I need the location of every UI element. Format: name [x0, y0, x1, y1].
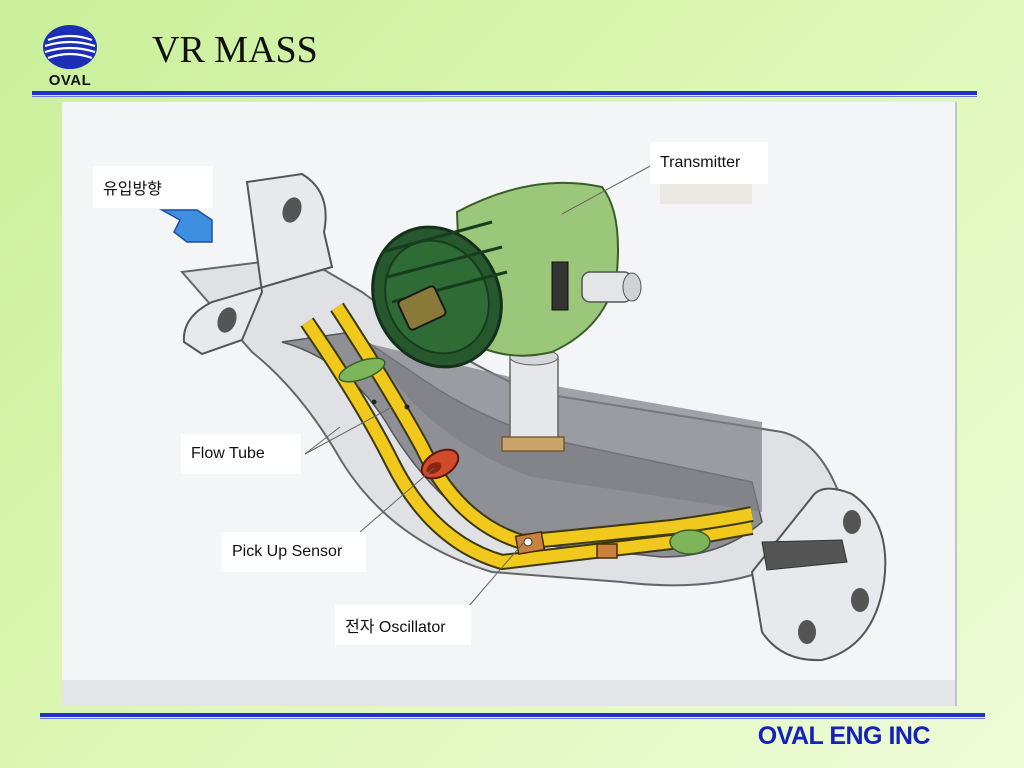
- outlet-flange: [750, 487, 887, 662]
- transmitter-leader-line: [561, 164, 653, 215]
- flow-tubes: [300, 302, 754, 571]
- flowmeter-diagram: 유입방향 Transmitter Flow Tube Pick Up Senso…: [62, 102, 955, 706]
- inlet-flange: [182, 172, 334, 356]
- logo-text: OVAL: [48, 72, 92, 89]
- label-flow-tube: Flow Tube: [181, 434, 301, 474]
- flow-tube-leader-line-1: [304, 426, 341, 455]
- label-inflow-direction: 유입방향: [93, 166, 213, 208]
- flow-tube-leader-line-2: [304, 406, 393, 455]
- footer-divider: [40, 713, 985, 717]
- pick-up-sensor-leader-line: [359, 467, 435, 533]
- flowmeter-illustration: [62, 164, 955, 706]
- transmitter-part: [371, 181, 642, 369]
- label-transmitter: Transmitter: [650, 142, 768, 184]
- oscillator-part: [514, 531, 618, 559]
- label-pick-up-sensor: Pick Up Sensor: [222, 532, 366, 572]
- transmitter-column: [501, 348, 565, 452]
- meter-back-plate: [362, 342, 762, 512]
- inflow-arrow-icon: [159, 209, 213, 243]
- header-divider-thin: [32, 96, 977, 97]
- footer-divider-thin: [40, 718, 985, 719]
- company-name: OVAL ENG INC: [757, 722, 931, 750]
- faded-label-block: [660, 182, 752, 204]
- oval-logo-icon: [43, 25, 97, 69]
- label-oscillator: 전자 Oscillator: [335, 605, 471, 645]
- header-divider: [32, 91, 977, 95]
- oscillator-leader-line: [467, 541, 525, 608]
- image-bottom-strip: [62, 680, 955, 706]
- slide-title: VR MASS: [152, 29, 318, 71]
- oval-logo: OVAL: [38, 22, 102, 92]
